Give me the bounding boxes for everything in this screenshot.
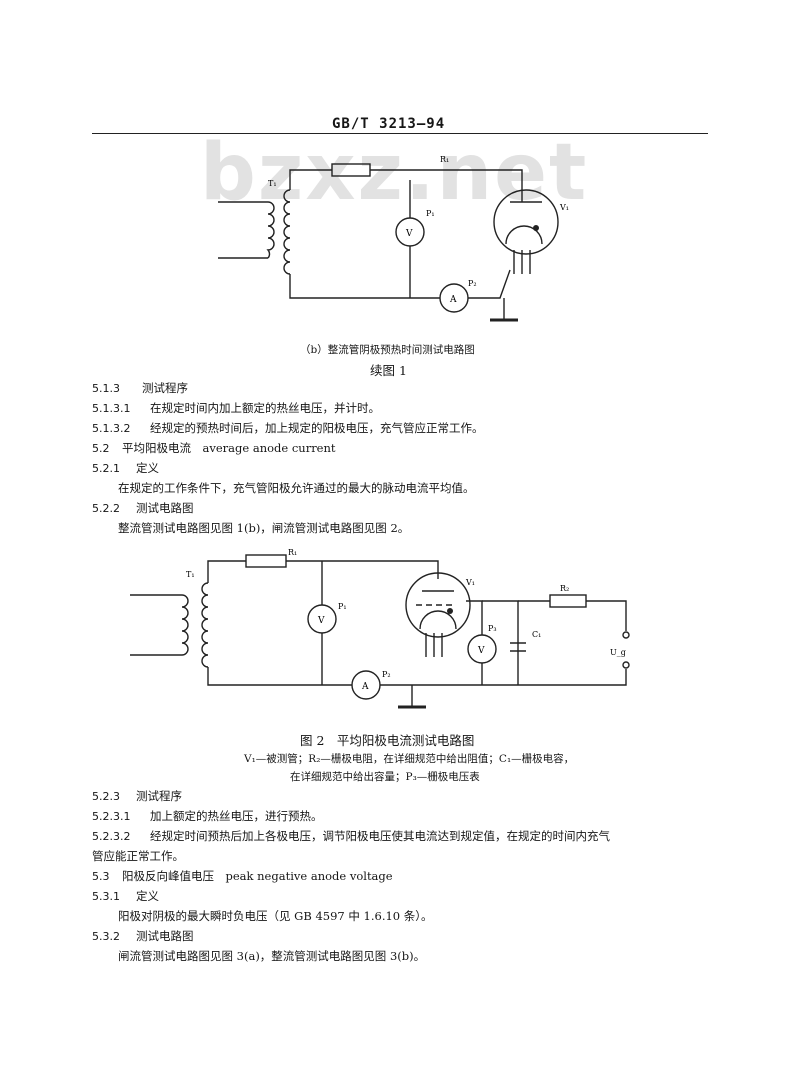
section-5-2-3-2-cont: 管应能正常工作。	[92, 849, 184, 863]
c1-label: C₁	[532, 630, 541, 639]
circuit-figure-2: R₁ T₁ P₁ V A P₂ V₁ P₃ V C₁ R₂ U_g	[130, 548, 630, 709]
header-rule	[92, 133, 708, 134]
figure-2-note-line1: V₁—被测管；R₂—栅极电阻，在详细规范中给出阻值；C₁—栅极电容，	[244, 753, 575, 765]
ammeter-symbol: A	[449, 295, 457, 305]
section-5-2-1-body: 在规定的工作条件下，充气管阳极允许通过的最大的脉动电流平均值。	[118, 481, 475, 495]
circuit-figure-1b: R₁ T₁ P₁ V A P₂ V₁	[218, 155, 569, 322]
p2-label-fig2: P₂	[382, 670, 391, 679]
p3-label: P₃	[488, 624, 497, 633]
r1-label-fig2: R₁	[288, 548, 297, 557]
r1-label: R₁	[440, 155, 449, 164]
ammeter-p2-symbol: A	[361, 682, 369, 692]
figure-2-caption: 图 2 平均阳极电流测试电路图	[300, 733, 475, 748]
t1-label: T₁	[268, 179, 277, 188]
voltmeter-symbol: V	[405, 229, 413, 239]
p2-label: P₂	[468, 279, 477, 288]
figure-1-continued: 续图 1	[370, 363, 407, 378]
p1-label: P₁	[426, 209, 435, 218]
voltmeter-p1-symbol: V	[317, 616, 325, 626]
r2-label: R₂	[560, 584, 569, 593]
section-5-3-2-body: 闸流管测试电路图见图 3(a)，整流管测试电路图见图 3(b)。	[118, 949, 426, 963]
t1-label-fig2: T₁	[186, 570, 195, 579]
figure-2-note-line2: 在详细规范中给出容量；P₃—栅极电压表	[290, 771, 480, 783]
voltmeter-p3-symbol: V	[477, 646, 485, 656]
ug-label: U_g	[610, 648, 626, 657]
standard-number-header: GB/T 3213—94	[332, 116, 446, 132]
section-5-3-1-body: 阳极对阴极的最大瞬时负电压（见 GB 4597 中 1.6.10 条）。	[118, 909, 433, 923]
v1-label: V₁	[559, 203, 569, 212]
section-5-2-2-body: 整流管测试电路图见图 1(b)，闸流管测试电路图见图 2。	[118, 521, 410, 535]
v1-label-fig2: V₁	[465, 578, 475, 587]
p1-label-fig2: P₁	[338, 602, 347, 611]
figure-1b-caption: （b）整流管阴极预热时间测试电路图	[300, 344, 475, 356]
